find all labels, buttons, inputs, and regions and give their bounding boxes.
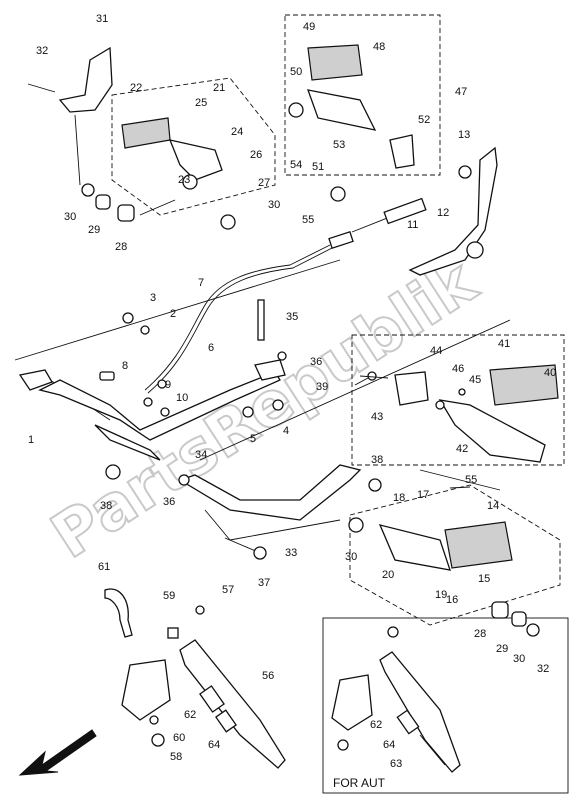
footrest-bar-assembly — [18, 359, 362, 521]
callout-31: 31 — [96, 13, 108, 25]
callout-46: 46 — [452, 363, 464, 375]
callout-13: 13 — [458, 129, 470, 141]
callout-37: 37 — [258, 577, 270, 589]
callout-23: 23 — [178, 174, 190, 186]
callout-48: 48 — [373, 41, 385, 53]
callout-39: 39 — [316, 381, 328, 393]
callout-6: 6 — [208, 342, 214, 354]
callout-62-repeat-10: 62 — [370, 719, 382, 731]
callout-36-repeat-2: 36 — [163, 496, 175, 508]
callout-60: 60 — [173, 732, 185, 744]
callout-2: 2 — [170, 308, 176, 320]
callout-9: 9 — [165, 379, 171, 391]
callout-45: 45 — [469, 374, 481, 386]
callout-7: 7 — [198, 277, 204, 289]
callout-40: 40 — [544, 367, 556, 379]
inset-box — [322, 617, 569, 794]
callout-5: 5 — [250, 433, 256, 445]
callout-17: 17 — [417, 489, 429, 501]
group-21-box — [111, 77, 276, 216]
callout-52: 52 — [418, 114, 430, 126]
callout-38-repeat-3: 38 — [371, 454, 383, 466]
callout-25: 25 — [195, 97, 207, 109]
callout-50: 50 — [290, 66, 302, 78]
callout-55-repeat-4: 55 — [465, 474, 477, 486]
front-arrow-icon — [18, 729, 97, 776]
footpeg-group-39 — [367, 364, 559, 463]
callout-33: 33 — [285, 547, 297, 559]
callout-18: 18 — [393, 492, 405, 504]
callout-44: 44 — [430, 345, 442, 357]
callout-62: 62 — [184, 709, 196, 721]
group-14-box — [349, 484, 561, 626]
callout-63: 63 — [390, 758, 402, 770]
callout-55: 55 — [302, 214, 314, 226]
callout-32-repeat-8: 32 — [537, 663, 549, 675]
callout-30-repeat-7: 30 — [513, 653, 525, 665]
side-stand — [104, 588, 286, 769]
callout-20: 20 — [382, 569, 394, 581]
group-47-box — [284, 14, 441, 176]
callout-38: 38 — [100, 500, 112, 512]
callout-28-repeat-5: 28 — [474, 628, 486, 640]
fasteners — [99, 299, 471, 751]
callout-30: 30 — [64, 211, 76, 223]
callout-21: 21 — [213, 82, 225, 94]
callout-61: 61 — [98, 561, 110, 573]
callout-47: 47 — [455, 86, 467, 98]
brake-cable — [144, 197, 427, 394]
callout-43: 43 — [371, 411, 383, 423]
group-39-box — [351, 334, 565, 466]
callout-57: 57 — [222, 584, 234, 596]
callout-22: 22 — [130, 82, 142, 94]
callout-10: 10 — [176, 392, 188, 404]
callout-4: 4 — [283, 425, 289, 437]
callout-34: 34 — [195, 449, 207, 461]
inset-note: FOR AUT — [333, 776, 386, 790]
callout-3: 3 — [150, 292, 156, 304]
callout-27: 27 — [258, 177, 270, 189]
side-stand-inset — [331, 651, 461, 773]
callout-11: 11 — [407, 219, 418, 231]
callout-30-repeat-9: 30 — [345, 551, 357, 563]
footpeg-group-21 — [81, 117, 236, 230]
callout-35: 35 — [286, 311, 298, 323]
callout-29-repeat-6: 29 — [496, 643, 508, 655]
callout-1: 1 — [28, 434, 34, 446]
leader-lines — [14, 114, 511, 541]
callout-8: 8 — [122, 360, 128, 372]
callout-26: 26 — [250, 149, 262, 161]
footpeg-group-14 — [348, 517, 540, 637]
callout-64-repeat-11: 64 — [383, 739, 395, 751]
callout-14: 14 — [487, 500, 499, 512]
callout-54: 54 — [290, 159, 302, 171]
callout-19: 19 — [435, 589, 447, 601]
callout-32: 32 — [36, 45, 48, 57]
callout-15: 15 — [478, 573, 490, 585]
callout-30-repeat-1: 30 — [268, 199, 280, 211]
callout-28: 28 — [115, 241, 127, 253]
footpeg-group-47 — [288, 44, 472, 202]
callout-51: 51 — [312, 161, 324, 173]
callout-labels: 1234567891011121314151617181920212223242… — [28, 13, 556, 770]
callout-36: 36 — [310, 356, 322, 368]
callout-29: 29 — [88, 224, 100, 236]
bracket-31 — [27, 46, 113, 113]
callout-41: 41 — [498, 338, 510, 350]
callout-49: 49 — [303, 21, 315, 33]
callout-24: 24 — [231, 126, 243, 138]
callout-64: 64 — [208, 739, 220, 751]
callout-42: 42 — [456, 443, 468, 455]
callout-12: 12 — [437, 207, 449, 219]
callout-58: 58 — [170, 751, 182, 763]
callout-59: 59 — [163, 590, 175, 602]
callout-16: 16 — [446, 594, 458, 606]
rear-bracket — [408, 146, 498, 276]
callout-56: 56 — [262, 670, 274, 682]
callout-53: 53 — [333, 139, 345, 151]
group-boxes — [111, 14, 569, 794]
